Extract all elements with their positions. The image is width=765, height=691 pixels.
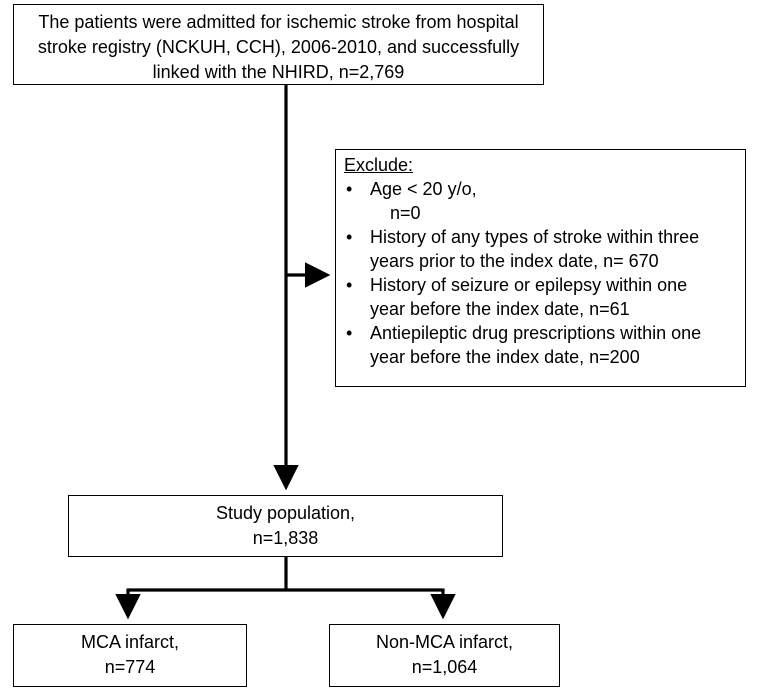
exclusion-item-text: History of seizure or epilepsy within on…: [370, 275, 688, 295]
admitted-patients-line-2: stroke registry (NCKUH, CCH), 2006-2010,…: [37, 37, 520, 57]
bullet-icon: •: [346, 179, 353, 199]
exclusion-item-age: • Age < 20 y/o, n=0: [344, 177, 737, 225]
exclusion-item-text: Antiepileptic drug prescriptions within …: [370, 323, 702, 343]
exclusion-criteria-box: Exclude: • Age < 20 y/o, n=0 • History o…: [335, 149, 746, 387]
exclusion-item-text-cont: year before the index date, n=200: [370, 347, 640, 367]
exclusion-item-stroke-history: • History of any types of stroke within …: [344, 225, 737, 273]
exclusion-item-text-cont: years prior to the index date, n= 670: [370, 251, 659, 271]
mca-infarct-box: MCA infarct, n=774: [13, 624, 247, 687]
exclusion-item-count: n=0: [390, 203, 421, 223]
admitted-patients-line-3: linked with the NHIRD, n=2,769: [152, 62, 405, 82]
bullet-icon: •: [346, 275, 353, 295]
admitted-patients-box: The patients were admitted for ischemic …: [13, 4, 544, 85]
non-mca-infarct-count: n=1,064: [411, 657, 478, 677]
exclusion-item-text: Age < 20 y/o,: [370, 179, 477, 199]
exclusion-item-antiepileptic: • Antiepileptic drug prescriptions withi…: [344, 321, 737, 369]
exclusion-list: • Age < 20 y/o, n=0 • History of any typ…: [344, 177, 737, 369]
exclusion-item-seizure-history: • History of seizure or epilepsy within …: [344, 273, 737, 321]
exclusion-title: Exclude:: [344, 155, 414, 175]
exclusion-item-text-cont: year before the index date, n=61: [370, 299, 630, 319]
exclusion-item-text: History of any types of stroke within th…: [370, 227, 700, 247]
admitted-patients-line-1: The patients were admitted for ischemic …: [38, 12, 519, 32]
non-mca-infarct-box: Non-MCA infarct, n=1,064: [329, 624, 560, 687]
study-population-box: Study population, n=1,838: [68, 495, 503, 557]
bullet-icon: •: [346, 227, 353, 247]
non-mca-infarct-label: Non-MCA infarct,: [375, 632, 514, 652]
study-population-label: Study population,: [215, 503, 356, 523]
mca-infarct-label: MCA infarct,: [80, 632, 180, 652]
bullet-icon: •: [346, 323, 353, 343]
study-population-count: n=1,838: [252, 528, 319, 548]
mca-infarct-count: n=774: [104, 657, 156, 677]
